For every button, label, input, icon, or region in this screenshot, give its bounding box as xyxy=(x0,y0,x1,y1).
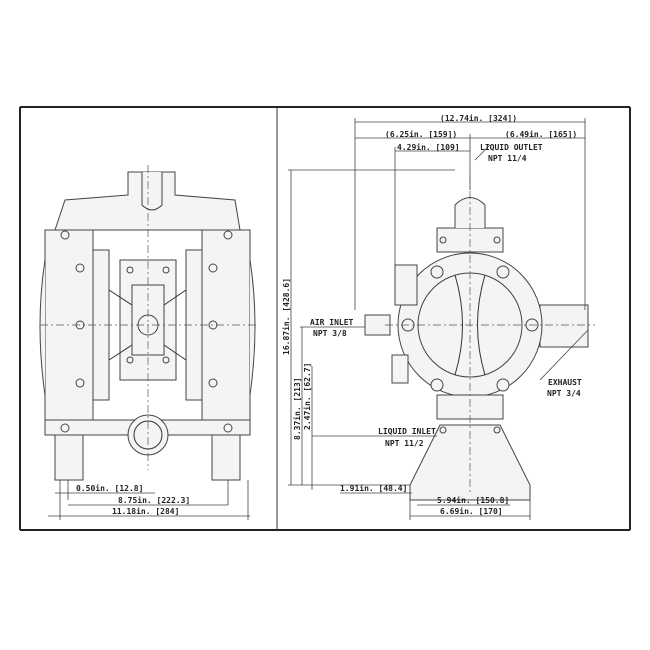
label-liquid-outlet: LIQUID OUTLET xyxy=(480,143,543,152)
dim-front-bolt: 0.50in. [12.8] xyxy=(76,483,143,493)
dim-foot-offset: 1.91in. [48.4] xyxy=(340,483,407,493)
dim-mount-holes: 5.94in. [150.8] xyxy=(437,495,509,505)
dim-left-half-width: (6.25in. [159]) xyxy=(385,129,457,139)
dim-overall-height: 16.87in. [428.6] xyxy=(281,278,291,355)
dim-right-half-width: (6.49in. [165]) xyxy=(505,129,577,139)
dim-base-width: 6.69in. [170] xyxy=(440,506,503,516)
front-view xyxy=(39,165,256,520)
side-view xyxy=(288,118,595,520)
label-exhaust: EXHAUST xyxy=(548,378,582,387)
label-exhaust-size: NPT 3/4 xyxy=(547,389,581,398)
label-liquid-outlet-size: NPT 11/4 xyxy=(488,154,527,163)
label-liquid-inlet-size: NPT 11/2 xyxy=(385,439,424,448)
label-air-inlet: AIR INLET xyxy=(310,318,354,327)
label-air-inlet-size: NPT 3/8 xyxy=(313,329,347,338)
dim-front-width: 11.18in. [284] xyxy=(112,506,179,516)
dim-liquid-inlet-height: 2.47in. [62.7] xyxy=(302,363,312,430)
dim-overall-width: (12.74in. [324]) xyxy=(440,113,517,123)
drawing-frame xyxy=(19,106,631,531)
dim-air-inlet-height: 8.37in. [213] xyxy=(292,377,302,440)
dim-front-mount: 8.75in. [222.3] xyxy=(118,495,190,505)
dim-inlet-offset: 4.29in. [109] xyxy=(397,142,460,152)
label-liquid-inlet: LIQUID INLET xyxy=(378,427,436,436)
